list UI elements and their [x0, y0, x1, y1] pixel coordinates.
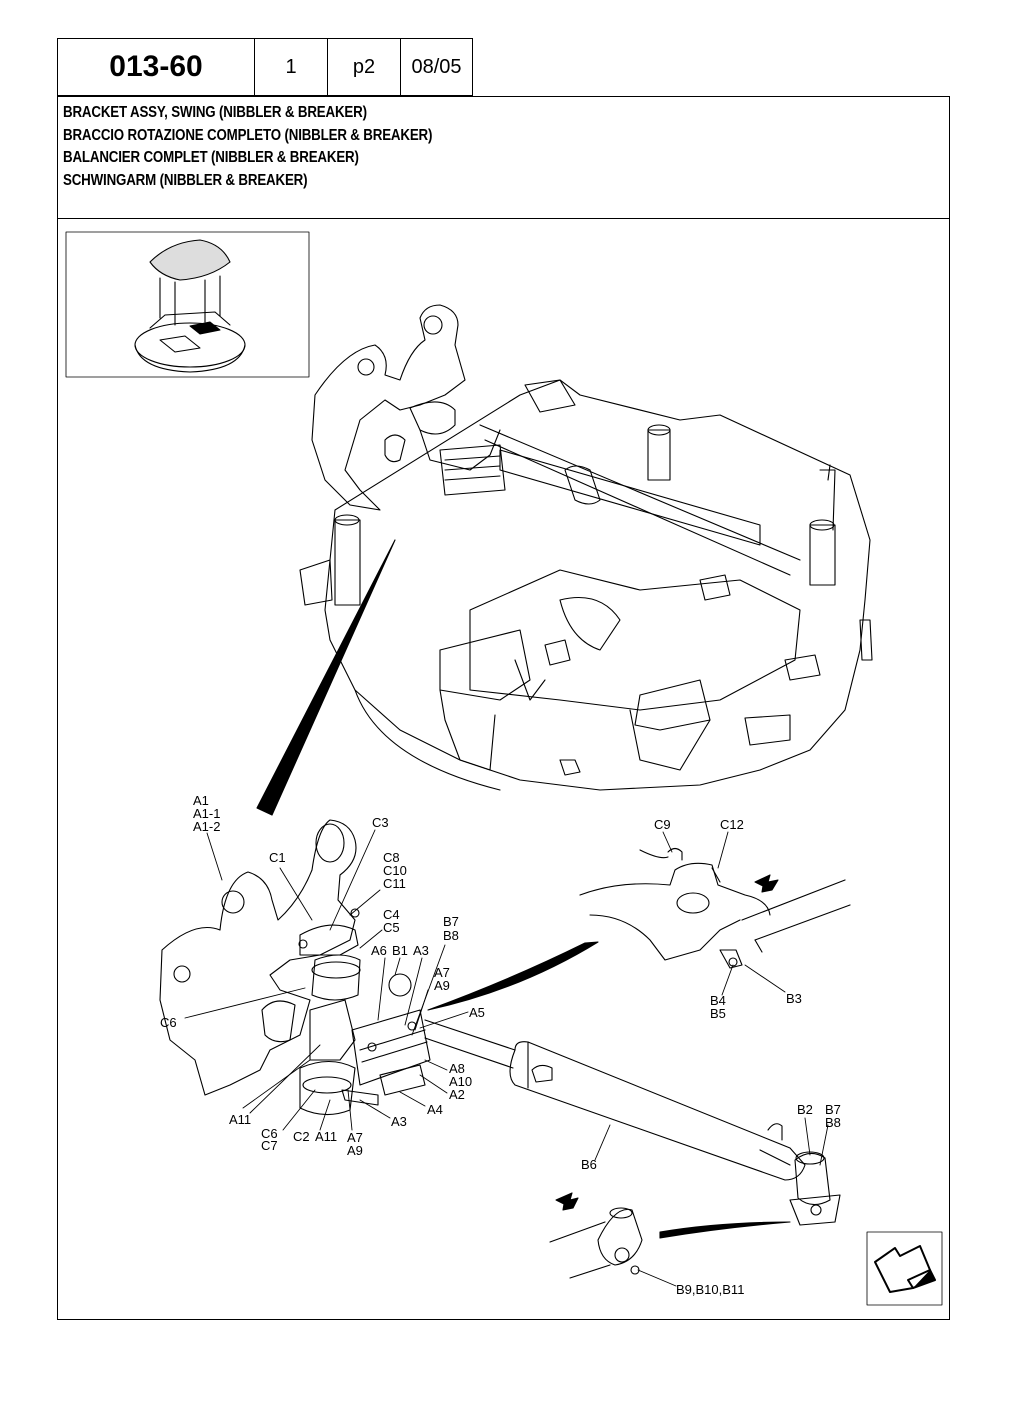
callout-c12: C12: [720, 817, 744, 832]
callout-a3-top: A3: [413, 943, 429, 958]
callout-a1-2: A1-2: [193, 819, 221, 834]
leader-wedge-1: [256, 539, 396, 816]
callout-b2: B2: [797, 1102, 813, 1117]
detail-bracket: [159, 819, 431, 1116]
callout-b8-top: B8: [443, 928, 459, 943]
callout-b3: B3: [786, 991, 802, 1006]
leader-wedge-3: [659, 1221, 791, 1239]
callout-c6-left: C6: [160, 1015, 177, 1030]
callout-c3: C3: [372, 815, 389, 830]
callout-a4: A4: [427, 1102, 443, 1117]
callout-a10: A10: [449, 1074, 473, 1089]
page-date: 08/05: [400, 38, 473, 96]
callout-b6: B6: [581, 1157, 597, 1172]
leader-wedge-2: [427, 941, 599, 1011]
callout-a9-bottom: A9: [347, 1143, 363, 1158]
callout-a6: A6: [371, 943, 387, 958]
callout-c4: C4: [383, 907, 400, 922]
page-code: 013-60: [57, 38, 254, 96]
callout-b5: B5: [710, 1006, 726, 1021]
machine-thumbnail-icon: [65, 231, 310, 378]
callout-c11: C11: [383, 876, 406, 891]
callout-a7-bottom: A7: [347, 1130, 363, 1145]
callout-c8: C8: [383, 850, 400, 865]
detail-cylinder: [424, 1019, 841, 1226]
callout-c6-bottom: C6: [261, 1126, 278, 1141]
callout-a9-top: A9: [434, 978, 450, 993]
callout-a1: A1: [193, 793, 209, 808]
callout-a5: A5: [469, 1005, 485, 1020]
title-box: BRACKET ASSY, SWING (NIBBLER & BREAKER) …: [57, 96, 950, 219]
direction-arrow-icon: [555, 874, 779, 1211]
callout-b7-top: B7: [443, 914, 459, 929]
callout-c10: C10: [383, 863, 407, 878]
drawing-area: [57, 218, 950, 1320]
callout-c2: C2: [293, 1129, 310, 1144]
title-en: BRACKET ASSY, SWING (NIBBLER & BREAKER): [63, 104, 367, 121]
title-it: BRACCIO ROTAZIONE COMPLETO (NIBBLER & BR…: [63, 126, 433, 144]
page-part: p2: [327, 38, 400, 96]
detail-pin: [549, 1207, 643, 1279]
detail-cylinder-head: [579, 847, 851, 969]
title-de: SCHWINGARM (NIBBLER & BREAKER): [63, 171, 308, 189]
header-row: 013-60 1 p2 08/05: [57, 38, 473, 96]
callout-c9: C9: [654, 817, 671, 832]
callout-a8: A8: [449, 1061, 465, 1076]
title-fr: BALANCIER COMPLET (NIBBLER & BREAKER): [63, 149, 359, 166]
callout-b8-right: B8: [825, 1115, 841, 1130]
callout-a11-bottom: A11: [315, 1129, 338, 1144]
leader-lines: [184, 829, 829, 1287]
callout-b4: B4: [710, 993, 726, 1008]
callout-a3-bottom: A3: [391, 1114, 407, 1129]
callout-b7-right: B7: [825, 1102, 841, 1117]
callout-c1: C1: [269, 850, 286, 865]
callout-a11-left: A11: [229, 1112, 252, 1127]
callout-a2: A2: [449, 1087, 465, 1102]
page-number: 1: [254, 38, 327, 96]
callout-a1-1: A1-1: [193, 806, 221, 821]
callout-b1: B1: [392, 943, 408, 958]
callout-b9-b10-b11: B9,B10,B11: [676, 1282, 745, 1297]
next-page-arrow-icon: [866, 1231, 943, 1306]
callout-c5: C5: [383, 920, 400, 935]
callout-c7: C7: [261, 1138, 278, 1153]
upper-assembly: [299, 304, 873, 791]
callout-a7-top: A7: [434, 965, 450, 980]
